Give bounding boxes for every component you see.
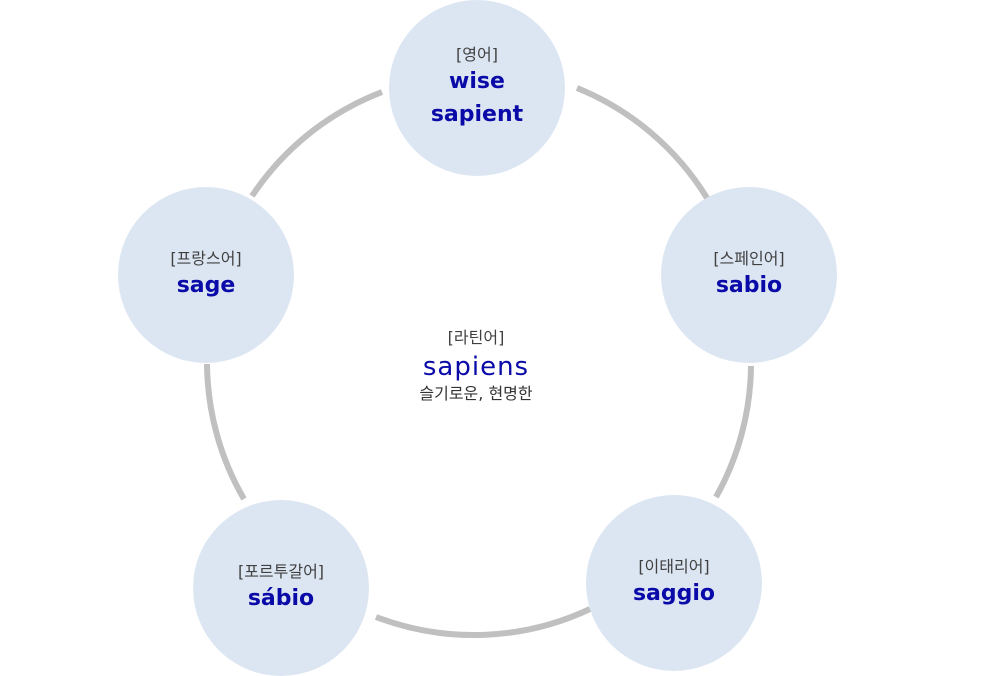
ring-arc-portuguese-french [204,363,247,501]
node-italian: [이태리어] saggio [586,495,762,671]
node-word: sábio [247,585,315,611]
node-language-label: [포르투갈어] [237,561,325,581]
node-language-label: [이태리어] [638,556,710,576]
node-word: wise [449,69,505,94]
node-word: sapient [430,102,524,127]
node-english: [영어] wise sapient [389,0,565,176]
ring-arc-italian-portuguese [374,606,592,639]
ring-arc-french-english [249,89,384,198]
node-word: sabio [715,272,783,298]
center-root-word: [라틴어] sapiens 슬기로운, 현명한 [376,326,576,404]
ring-arc-english-spanish [575,85,710,200]
node-language-label: [스페인어] [713,248,785,268]
node-language-label: [영어] [456,45,498,64]
node-french: [프랑스어] sage [118,187,294,363]
node-word: sage [176,272,236,298]
node-portuguese: [포르투갈어] sábio [193,500,369,676]
center-meaning: 슬기로운, 현명한 [419,384,533,403]
node-word: saggio [632,580,716,606]
node-language-label: [프랑스어] [170,248,242,268]
ring-arc-spanish-italian [713,365,754,499]
node-spanish: [스페인어] sabio [661,187,837,363]
center-word: sapiens [422,352,530,382]
center-language-label: [라틴어] [447,328,505,347]
